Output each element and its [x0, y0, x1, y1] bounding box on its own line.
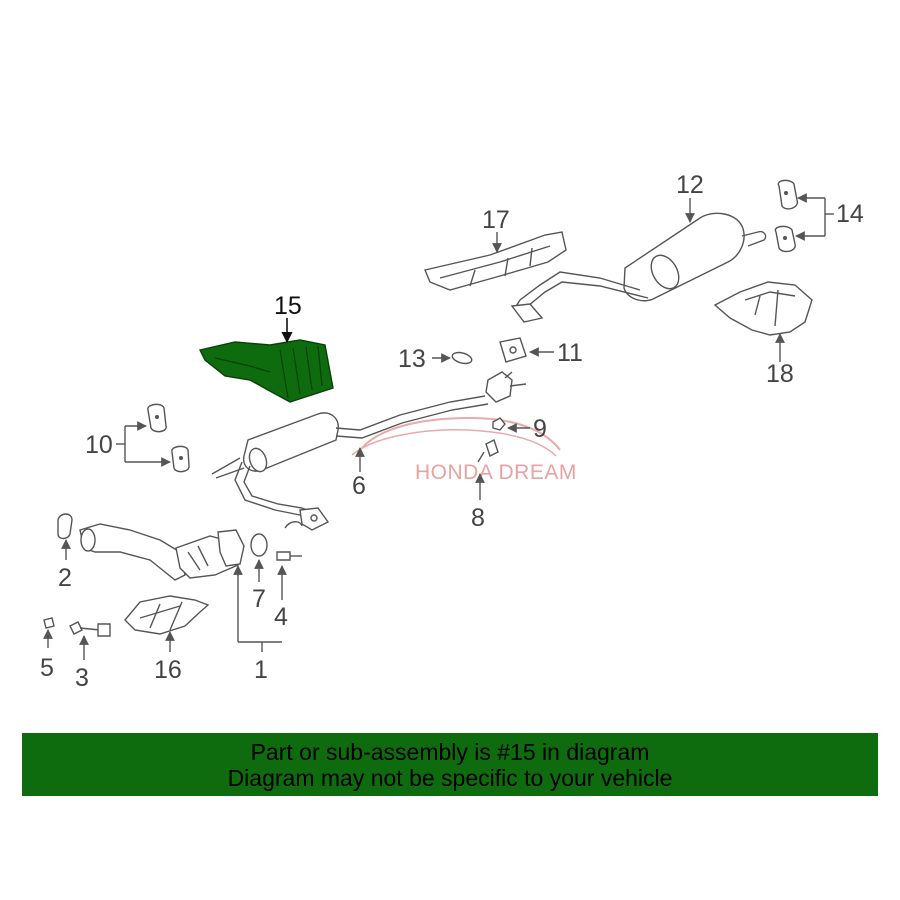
callout-13: 13 [398, 345, 426, 373]
callout-16: 16 [154, 656, 182, 684]
part-18-heat-shield [713, 281, 813, 336]
part-7-gasket [250, 533, 268, 557]
part-12-rear-muffler [510, 212, 767, 323]
part-3-bolt [69, 621, 111, 637]
callout-labels: 12 17 14 18 13 11 15 9 6 8 10 2 7 4 1 5 … [40, 171, 864, 692]
part-5-nut [43, 617, 55, 629]
callout-12: 12 [676, 171, 704, 199]
callout-11: 11 [557, 339, 583, 367]
part-4-bolt [276, 551, 302, 561]
part-13-gasket [451, 351, 473, 365]
part-10-hangers [147, 403, 190, 473]
part-15-heat-shield-highlighted[interactable] [198, 339, 334, 403]
part-14-hangers [774, 179, 799, 253]
callout-6: 6 [352, 472, 366, 500]
callout-7: 7 [252, 585, 266, 613]
callout-1: 1 [254, 656, 268, 684]
callout-4: 4 [274, 603, 288, 631]
callout-15[interactable]: 15 [274, 292, 302, 320]
part-6-center-muffler [211, 371, 527, 531]
callout-8: 8 [471, 504, 485, 532]
part-16-heat-shield [124, 595, 210, 635]
part-9-nut [492, 417, 506, 431]
part-17-heat-shield [424, 231, 567, 291]
callout-9: 9 [533, 415, 547, 443]
part-11-hanger [499, 337, 527, 363]
callout-17: 17 [482, 206, 510, 234]
part-8-sensor [477, 439, 499, 463]
banner-line-1: Part or sub-assembly is #15 in diagram [250, 739, 650, 765]
watermark-text: HONDA DREAM [415, 461, 577, 484]
part-2-gasket [57, 513, 73, 540]
callout-2: 2 [58, 564, 72, 592]
callout-14: 14 [836, 200, 864, 228]
callout-10: 10 [85, 431, 113, 459]
info-banner: Part or sub-assembly is #15 in diagram D… [22, 733, 878, 796]
banner-line-2: Diagram may not be specific to your vehi… [227, 765, 673, 791]
callout-5: 5 [40, 654, 54, 682]
callout-18: 18 [766, 360, 794, 388]
callout-3: 3 [75, 664, 89, 692]
watermark-logo: HONDA DREAM [351, 416, 577, 484]
part-1-front-pipe-converter [79, 523, 245, 581]
leader-lines [43, 193, 834, 660]
